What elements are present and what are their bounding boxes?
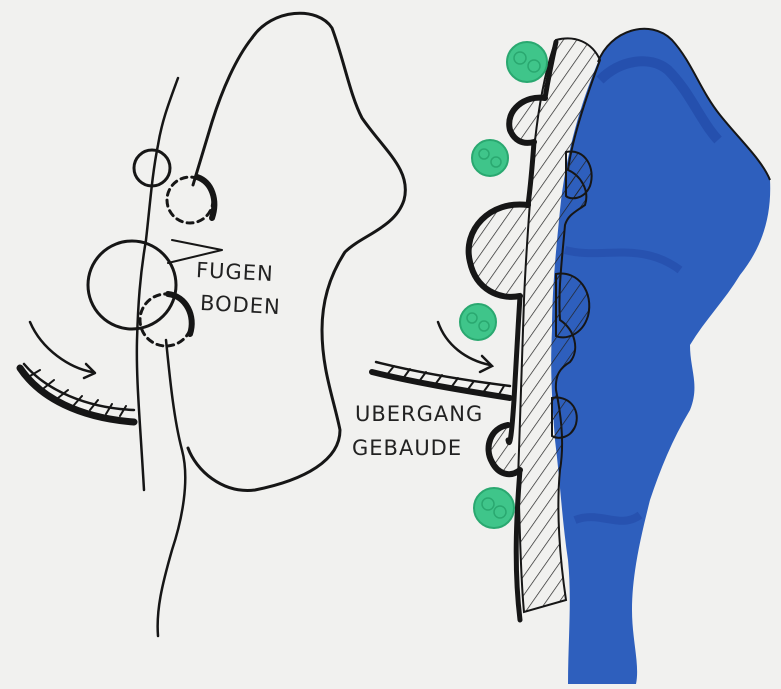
ground-inner-line (193, 38, 252, 185)
label-fugen: FUGEN (196, 260, 275, 285)
tree-1 (507, 42, 547, 82)
building-edge-line (137, 78, 178, 490)
tree-2 (472, 140, 508, 176)
lower-path-line (158, 340, 186, 636)
tree-3 (460, 304, 496, 340)
tree-4 (474, 488, 514, 528)
water-body (551, 29, 770, 684)
label-gebaeude: GEBAUDE (352, 438, 462, 459)
right-sketch (372, 29, 770, 684)
label-uebergang: UBERGANG (355, 404, 483, 425)
circle-large (88, 241, 176, 329)
left-sketch (20, 13, 405, 636)
arrow-curve-left (30, 322, 92, 372)
label-boden: BODEN (200, 293, 282, 318)
